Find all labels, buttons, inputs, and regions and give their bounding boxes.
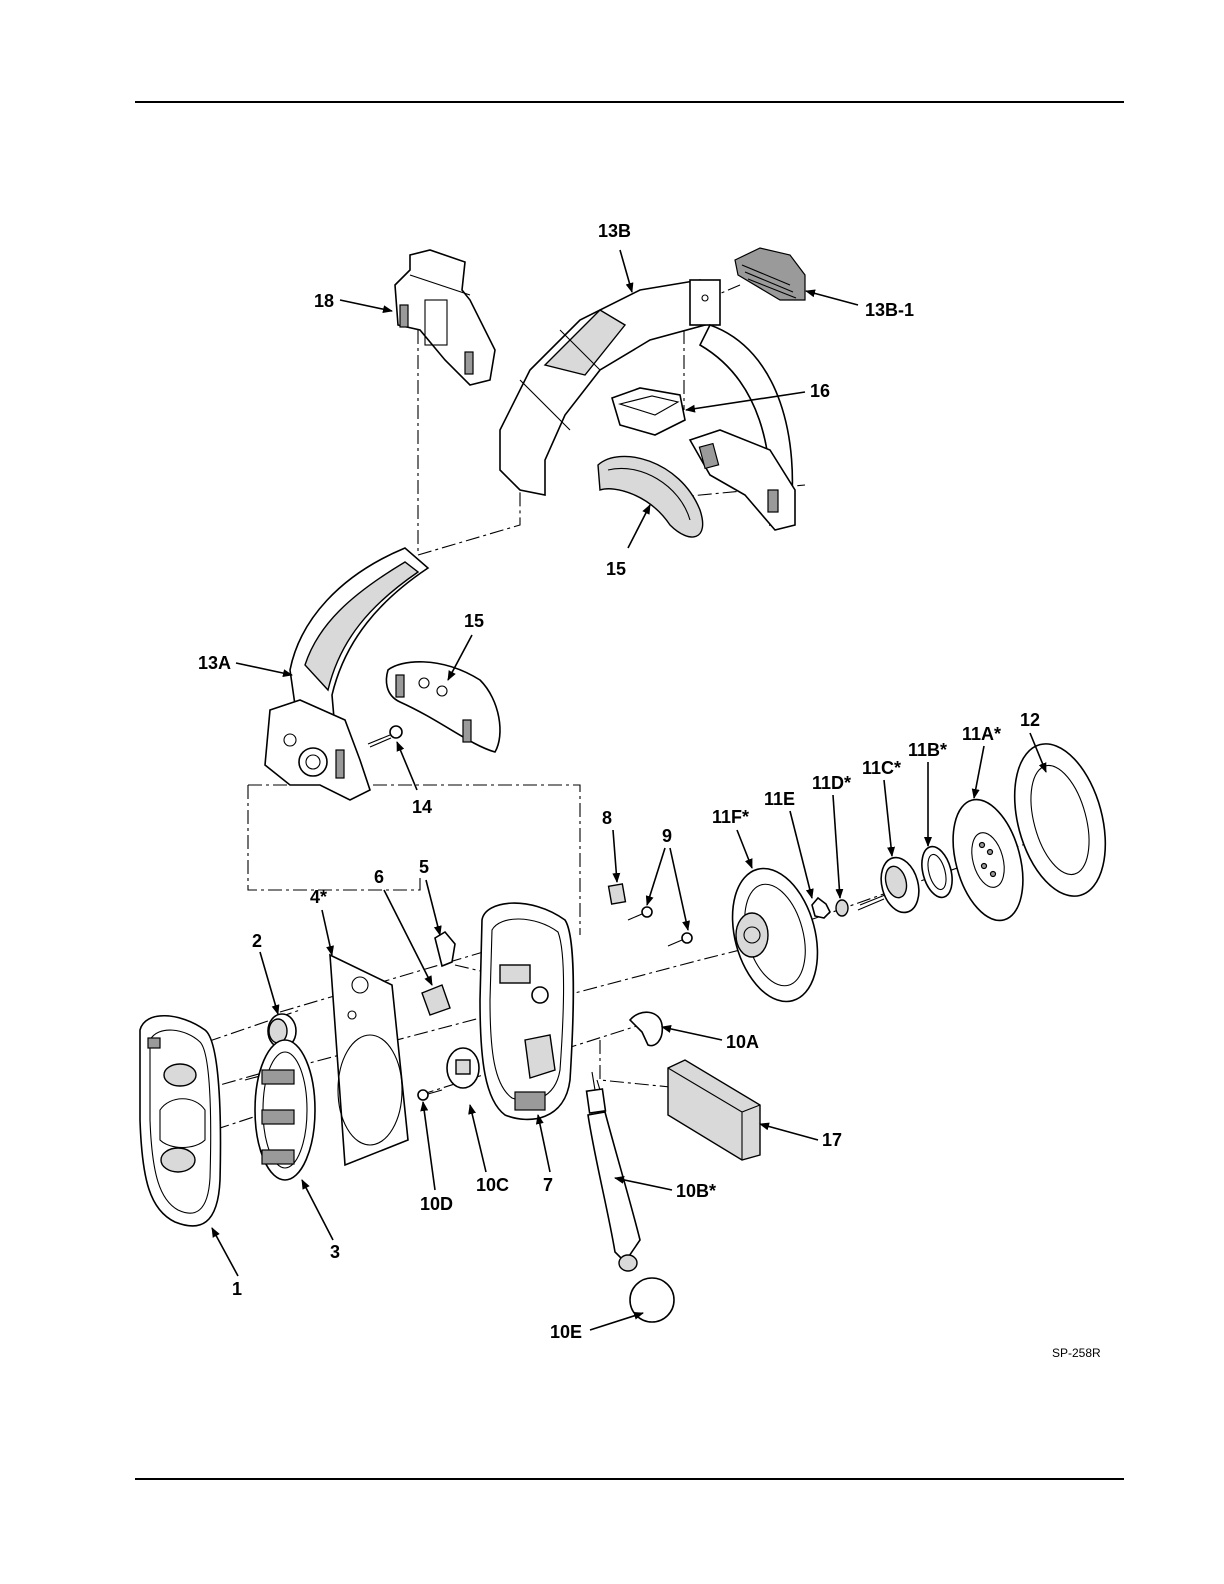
part-14-screw	[368, 726, 402, 747]
callout-13b-1: 13B-1	[865, 300, 914, 320]
callout-11a: 11A*	[962, 724, 1001, 744]
callout-18: 18	[314, 291, 334, 311]
part-10c-plate	[447, 1048, 479, 1088]
part-7-housing	[480, 903, 573, 1119]
part-13b-1-end-cap	[735, 248, 805, 300]
callout-10e: 10E	[550, 1322, 582, 1342]
callout-15-lower: 15	[464, 611, 484, 631]
part-15-lower-cushion	[386, 662, 500, 752]
callout-10d: 10D	[420, 1194, 453, 1214]
part-3-keypad	[255, 1040, 315, 1180]
callout-16: 16	[810, 381, 830, 401]
part-5-spring-clip	[435, 932, 455, 966]
callout-17: 17	[822, 1130, 842, 1150]
part-6-block	[422, 985, 450, 1015]
callout-11b: 11B*	[908, 740, 947, 760]
callout-5: 5	[419, 857, 429, 877]
callout-8: 8	[602, 808, 612, 828]
callout-6: 6	[374, 867, 384, 887]
part-1-front-cover	[140, 1016, 220, 1226]
part-11e-star-nut	[812, 898, 830, 918]
callout-11f: 11F*	[712, 807, 749, 827]
part-11f-cup-shell	[719, 859, 831, 1011]
callout-3: 3	[330, 1242, 340, 1262]
part-10e-windscreen	[619, 1255, 674, 1322]
callout-11e: 11E	[764, 789, 795, 809]
callout-9: 9	[662, 826, 672, 846]
callout-13b: 13B	[598, 221, 631, 241]
callout-10c: 10C	[476, 1175, 509, 1195]
callout-12: 12	[1020, 710, 1040, 730]
drawing-code: SP-258R	[1052, 1346, 1101, 1360]
part-10b-boom	[587, 1072, 640, 1262]
callout-7: 7	[543, 1175, 553, 1195]
part-16-slider-block	[612, 388, 685, 435]
callout-13a: 13A	[198, 653, 231, 673]
part-9-screws	[628, 907, 692, 946]
part-11d-washer	[836, 900, 848, 916]
part-18-headband-clip	[395, 250, 495, 385]
part-11c-speaker-element	[858, 853, 925, 916]
callout-2: 2	[252, 931, 262, 951]
callout-10b: 10B*	[676, 1181, 716, 1201]
callout-1: 1	[232, 1279, 242, 1299]
part-10a-clip	[630, 1012, 662, 1045]
callout-10a: 10A	[726, 1032, 759, 1052]
callout-15-upper: 15	[606, 559, 626, 579]
assembly-centerlines	[150, 255, 1065, 1145]
callout-14: 14	[412, 797, 432, 817]
part-4-circuit-board	[330, 955, 408, 1165]
callout-4: 4*	[310, 887, 327, 907]
part-17-battery	[668, 1060, 760, 1160]
part-11b-ring	[917, 843, 958, 900]
callout-11c: 11C*	[862, 758, 901, 778]
part-15-upper-cushion	[598, 456, 703, 537]
callout-11d: 11D*	[812, 773, 851, 793]
part-8-connector	[609, 884, 626, 904]
